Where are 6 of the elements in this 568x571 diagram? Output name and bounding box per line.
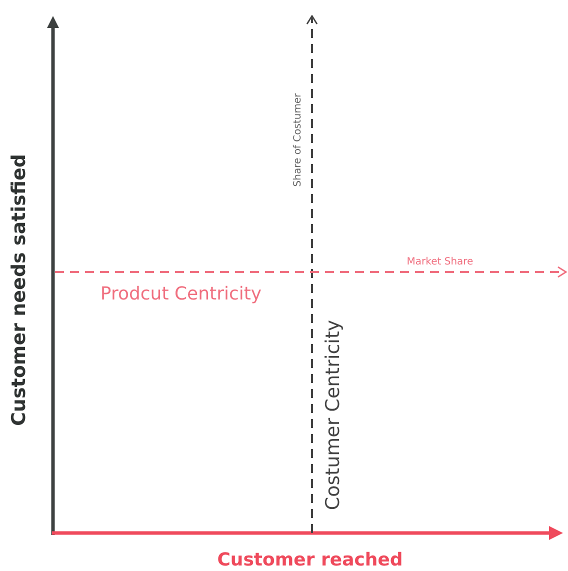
axis-label: Market Share xyxy=(406,256,474,268)
axis-label: Share of Costumer xyxy=(292,93,304,187)
region-label: Costumer Centricity xyxy=(323,320,345,510)
axis-title: Customer reached xyxy=(217,550,403,571)
region-label: Prodcut Centricity xyxy=(100,284,262,306)
axis-title: Customer needs satisfied xyxy=(9,154,31,426)
